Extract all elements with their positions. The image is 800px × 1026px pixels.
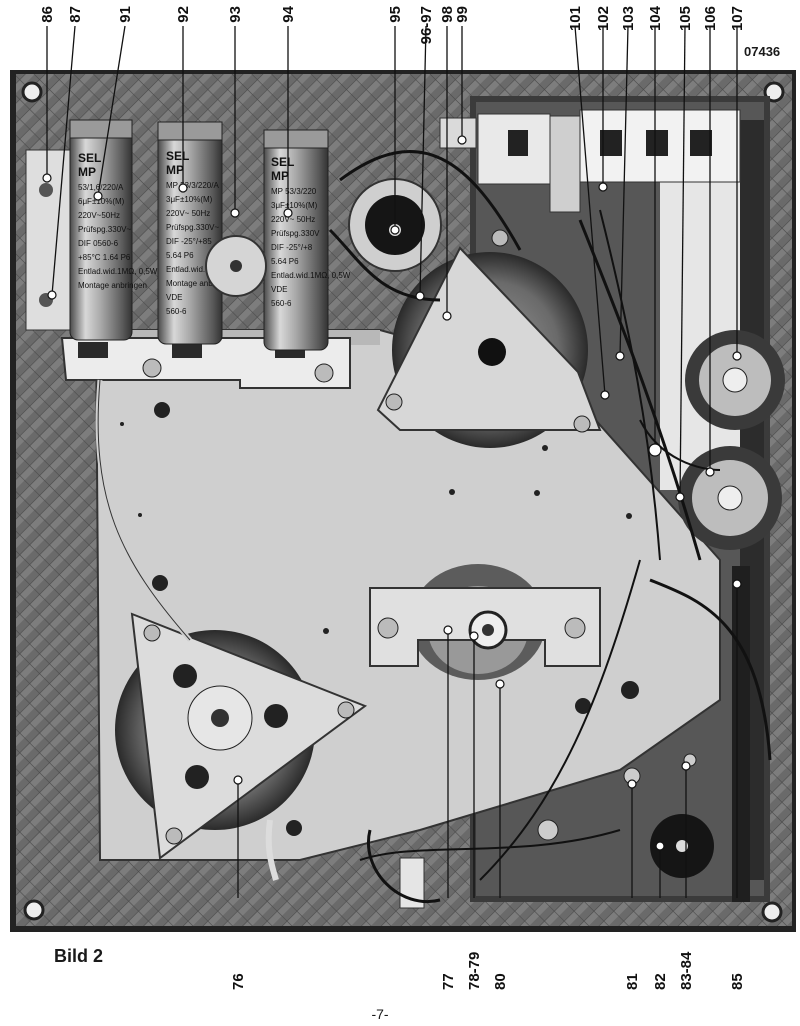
rotary-switch-upper (685, 330, 785, 430)
wiring (95, 150, 772, 903)
bottom-callout-2: 78-79 (466, 952, 483, 990)
top-callout-7: 96-97 (418, 6, 435, 44)
top-callout-2: 91 (117, 6, 134, 23)
callout-dots (42, 135, 742, 851)
capacitor-label-line: Montage anbringen (78, 281, 147, 290)
top-callout-0: 86 (39, 6, 56, 23)
capacitor-label-line: Prüfspg.330V~ (166, 223, 219, 232)
figure-caption: Bild 2 (54, 946, 104, 966)
capacitor-label-line: 53/1,6/220/A (78, 183, 124, 192)
capacitor-label-line: DIF -25°/+8 (271, 243, 313, 252)
capacitor-label-line: 220V~ 50Hz (271, 215, 315, 224)
capacitor-label-line: 220V~50Hz (78, 211, 120, 220)
top-callout-15: 106 (702, 6, 719, 31)
capacitor-label-line: 3μF±10%(M) (271, 201, 318, 210)
terminal-block (439, 109, 741, 213)
bottom-callout-5: 82 (652, 973, 669, 990)
capacitor-label-line: 220V~ 50Hz (166, 209, 210, 218)
capacitor-label-line: 560-6 (166, 307, 187, 316)
center-motor (369, 564, 601, 680)
bottom-callout-4: 81 (624, 973, 641, 990)
top-callout-1: 87 (67, 6, 84, 23)
top-callout-14: 105 (677, 6, 694, 31)
capacitor-label-line: 3μF±10%(M) (166, 195, 213, 204)
figure-number: 07436 (744, 44, 781, 59)
plate-holes (120, 402, 639, 836)
bottom-callout-labels: 76 77 78-79 80 81 82 83-84 85 (230, 951, 746, 990)
top-callout-11: 102 (595, 6, 612, 31)
top-callout-9: 99 (454, 6, 471, 23)
capacitor-label-line: SEL (271, 155, 294, 169)
capacitor-label-line: Prüfspg.330V~ (78, 225, 131, 234)
top-callout-5: 94 (280, 5, 297, 22)
top-callout-16: 107 (729, 6, 746, 31)
bottom-callout-0: 76 (230, 973, 247, 990)
bottom-callout-6: 83-84 (678, 951, 695, 990)
capacitor-label-line: MP 53/3/220 (271, 187, 317, 196)
capacitor-label-line: 5.64 P6 (271, 257, 299, 266)
top-callout-13: 104 (647, 5, 664, 31)
capacitor-label-line: DIF -25°/+85 (166, 237, 212, 246)
capacitor-label-line: +85°C 1.64 P6 (78, 253, 131, 262)
capacitor-label-line: Prüfspg.330V (271, 229, 320, 238)
capacitor-label-line: VDE (166, 293, 182, 302)
capacitor-label-line: MP (78, 165, 96, 179)
top-callout-10: 101 (567, 6, 584, 31)
top-callout-3: 92 (175, 6, 192, 23)
capacitor-label-line: Montage anbringen (166, 279, 235, 288)
page-number: -7- (371, 1006, 389, 1022)
top-callout-6: 95 (387, 6, 404, 23)
rotary-switch-lower (678, 446, 782, 550)
capacitor-label-line: MP (271, 169, 289, 183)
leader-lines (46, 25, 738, 898)
capacitor-label-line: Entlad.wid.1MΩ, 0,5W (271, 271, 351, 280)
capacitor-label-line: SEL (166, 149, 189, 163)
capacitor-label-line: MP (166, 163, 184, 177)
capacitor-label-line: DIF 0560-6 (78, 239, 119, 248)
capacitor-label-line: 5.64 P6 (166, 251, 194, 260)
top-callout-4: 93 (227, 6, 244, 23)
capacitor-label-line: VDE (271, 285, 287, 294)
bottom-left-motor (115, 612, 368, 860)
bottom-callout-1: 77 (440, 973, 457, 990)
top-callout-12: 103 (620, 6, 637, 31)
capacitor-label-line: Entlad.wid.1MΩ, 0,5W (78, 267, 158, 276)
bottom-callout-7: 85 (729, 973, 746, 990)
top-callout-8: 98 (439, 6, 456, 23)
capacitor-label-line: MP 53/3/220/A (166, 181, 219, 190)
capacitor-label-line: SEL (78, 151, 101, 165)
capacitor-label-line: 560-6 (271, 299, 292, 308)
top-motor (376, 229, 602, 448)
bottom-callout-3: 80 (492, 973, 509, 990)
capacitor-label-line: 6μF±10%(M) (78, 197, 125, 206)
